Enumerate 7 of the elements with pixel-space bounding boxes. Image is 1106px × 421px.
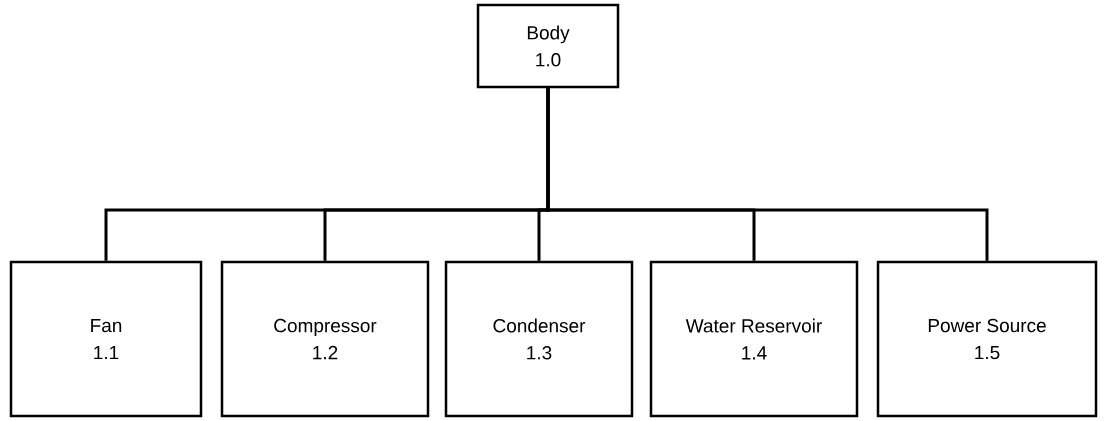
process-box: Condenser 1.3 [444,260,634,418]
process-box: Compressor 1.2 [220,260,430,418]
process-box: Power Source 1.5 [876,260,1098,418]
connector-line [546,88,989,261]
process-box: Fan 1.1 [9,260,203,418]
process-box: Water Reservoir 1.4 [649,260,859,418]
process-box: Body 1.0 [476,3,620,89]
